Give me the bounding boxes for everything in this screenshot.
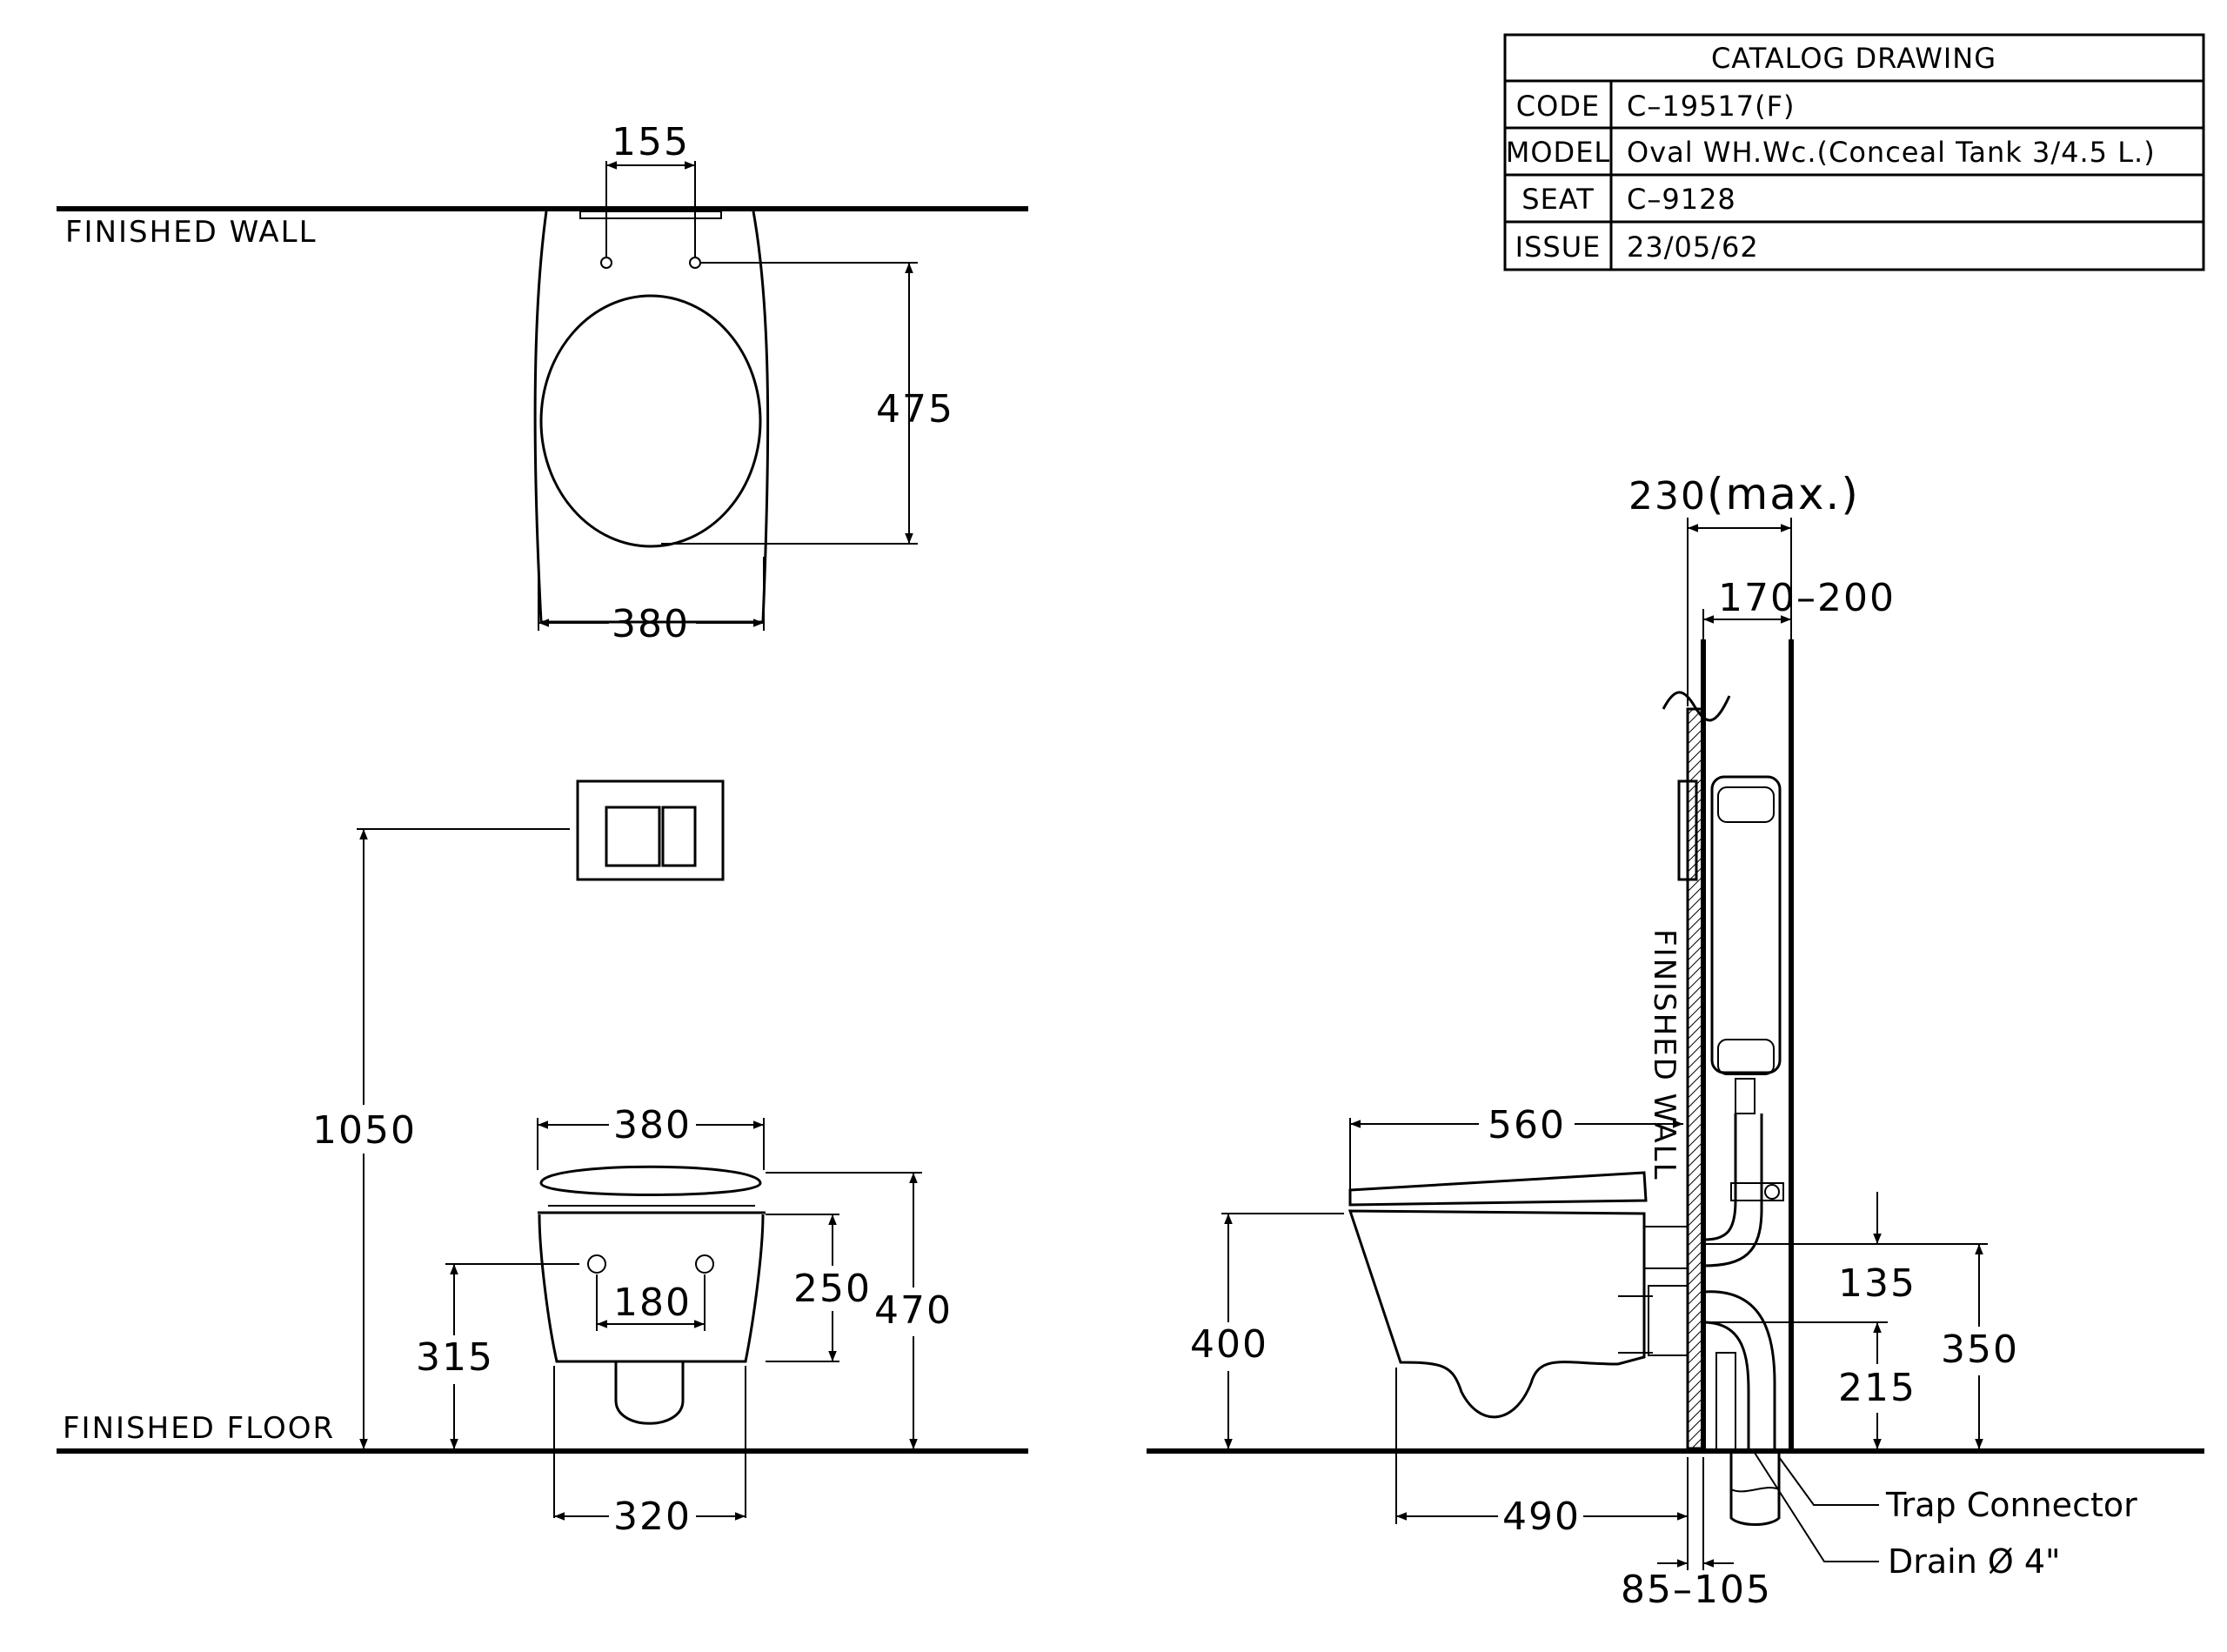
dim-350: 350 — [1941, 1328, 2019, 1372]
dim-250: 250 — [793, 1267, 872, 1311]
side-view: FINISHED WALL 230(max.) — [1147, 469, 2204, 1612]
finished-floor-label: FINISHED FLOOR — [63, 1411, 335, 1446]
dim-1050: 1050 — [312, 1108, 417, 1153]
dim-320: 320 — [613, 1495, 692, 1539]
title-block-model-key: MODEL — [1506, 136, 1610, 169]
seat-lid-top — [539, 294, 762, 548]
outlet-front — [614, 1361, 685, 1425]
dim-215: 215 — [1838, 1366, 1916, 1410]
wall-break-icon — [1662, 691, 1731, 722]
seat-lid-side — [1348, 1171, 1648, 1207]
dim-315: 315 — [416, 1335, 494, 1380]
valve-icon — [1764, 1184, 1780, 1200]
flush-button-right[interactable] — [661, 806, 697, 867]
dim-155: 155 — [612, 120, 690, 164]
flush-plate[interactable] — [576, 779, 725, 881]
title-block-code-key: CODE — [1516, 90, 1600, 123]
dim-85-105: 85–105 — [1621, 1568, 1772, 1612]
dim-470: 470 — [874, 1288, 953, 1333]
title-block: CATALOG DRAWING CODE C–19517(F) MODEL Ov… — [1503, 33, 2205, 271]
title-block-issue-value: 23/05/62 — [1627, 231, 1759, 264]
flush-plate-side — [1677, 779, 1698, 881]
dim-400: 400 — [1190, 1322, 1268, 1367]
title-block-seat-key: SEAT — [1521, 183, 1594, 216]
fixing-bolt-right-icon — [695, 1254, 714, 1274]
concealed-tank — [1710, 775, 1782, 1074]
flush-button-left[interactable] — [605, 806, 661, 867]
title-block-model-value: Oval WH.Wc.(Conceal Tank 3/4.5 L.) — [1627, 136, 2156, 169]
bolt-hole-left-icon — [600, 257, 612, 269]
title-block-issue-key: ISSUE — [1515, 231, 1602, 264]
dim-170-200: 170–200 — [1718, 576, 1896, 620]
drain-pipe — [1729, 1451, 1781, 1526]
finished-wall-label: FINISHED WALL — [65, 215, 318, 250]
dim-230-max: 230(max.) — [1628, 469, 1860, 519]
drain-bend — [1702, 1290, 1776, 1451]
front-view: FINISHED FLOOR 1050 380 180 — [57, 779, 1028, 1539]
bowl-side — [1348, 1209, 1646, 1419]
bowl-front — [538, 1214, 765, 1363]
title-block-seat-value: C–9128 — [1627, 183, 1736, 216]
seat-lid-front — [539, 1165, 762, 1196]
trap-connector — [1715, 1352, 1736, 1452]
finished-wall-vertical-label: FINISHED WALL — [1647, 929, 1682, 1181]
trap-connector-label: Trap Connector — [1885, 1486, 2137, 1524]
dim-380-top: 380 — [612, 602, 690, 646]
bolt-hole-right-icon — [689, 257, 701, 269]
bowl-outline-top — [533, 211, 770, 624]
wall-bracket — [579, 211, 722, 219]
dim-490: 490 — [1502, 1495, 1581, 1539]
dim-475: 475 — [876, 387, 954, 431]
fixing-bolt-left-icon — [587, 1254, 606, 1274]
dim-560: 560 — [1488, 1103, 1566, 1147]
title-block-code-value: C–19517(F) — [1627, 90, 1796, 123]
title-block-header: CATALOG DRAWING — [1711, 42, 1996, 75]
dim-180: 180 — [613, 1281, 692, 1325]
dim-380-front: 380 — [613, 1103, 692, 1147]
top-view: FINISHED WALL 155 475 380 — [57, 120, 1028, 646]
dim-135: 135 — [1838, 1261, 1916, 1306]
drain-label: Drain Ø 4" — [1888, 1542, 2061, 1581]
